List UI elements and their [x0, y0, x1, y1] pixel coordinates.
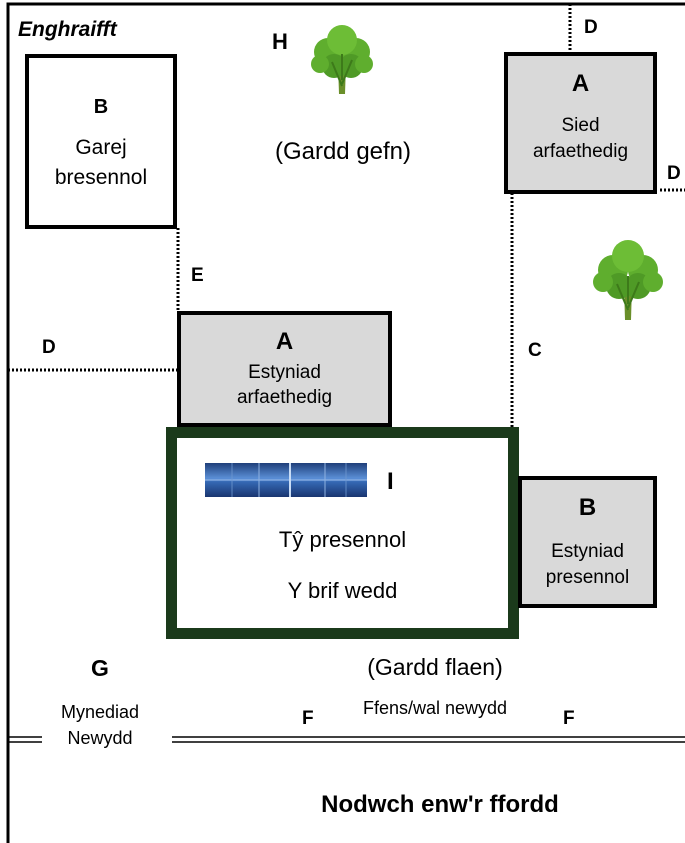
proposed-shed: [504, 52, 657, 194]
access-label-line2: Newydd: [67, 728, 133, 748]
label-f-left: F: [302, 708, 314, 729]
tree-icon: [593, 240, 663, 320]
house-label-line1: Tŷ presennol: [278, 527, 407, 552]
garage-label-line1: Garej: [75, 136, 127, 159]
label-h: H: [272, 29, 288, 54]
label-i: I: [387, 468, 394, 495]
proposed-extension: [177, 311, 392, 427]
existing-house: [166, 427, 519, 639]
plot-boundary: [6, 2, 685, 843]
front-garden-label: (Gardd flaen): [367, 654, 503, 680]
garage-label-line2: bresennol: [54, 166, 148, 189]
shed-label-line2: arfaethedig: [532, 141, 629, 162]
existing-extension: [518, 476, 657, 608]
proposed-extension-line2: arfaethedig: [236, 387, 333, 408]
label-d-top: D: [584, 17, 598, 38]
label-f-right: F: [563, 708, 575, 729]
existing-extension-line1: Estyniad: [551, 541, 624, 562]
back-garden-label: (Gardd gefn): [274, 138, 412, 165]
existing-extension-line2: presennol: [545, 567, 630, 588]
solar-panel-icon: [205, 463, 367, 497]
label-d-left: D: [42, 337, 56, 358]
road-name-prompt: Nodwch enw'r ffordd: [321, 791, 559, 818]
existing-extension-letter: B: [578, 494, 597, 521]
garage-letter: B: [93, 96, 109, 118]
tree-icon: [311, 25, 373, 94]
label-g: G: [91, 655, 109, 681]
existing-garage: [25, 54, 177, 229]
label-e: E: [191, 265, 204, 286]
proposed-extension-line1: Estyniad: [248, 362, 321, 383]
label-c: C: [528, 340, 542, 361]
access-label-line1: Mynediad: [60, 702, 140, 722]
plan-title: Enghraifft: [18, 18, 117, 41]
shed-label-line1: Sied: [561, 115, 600, 136]
label-d-right: D: [667, 163, 681, 184]
shed-letter: A: [571, 70, 590, 97]
fence-label: Ffens/wal newydd: [362, 698, 508, 718]
house-label-line2: Y brif wedd: [287, 578, 398, 603]
proposed-extension-letter: A: [275, 328, 294, 355]
